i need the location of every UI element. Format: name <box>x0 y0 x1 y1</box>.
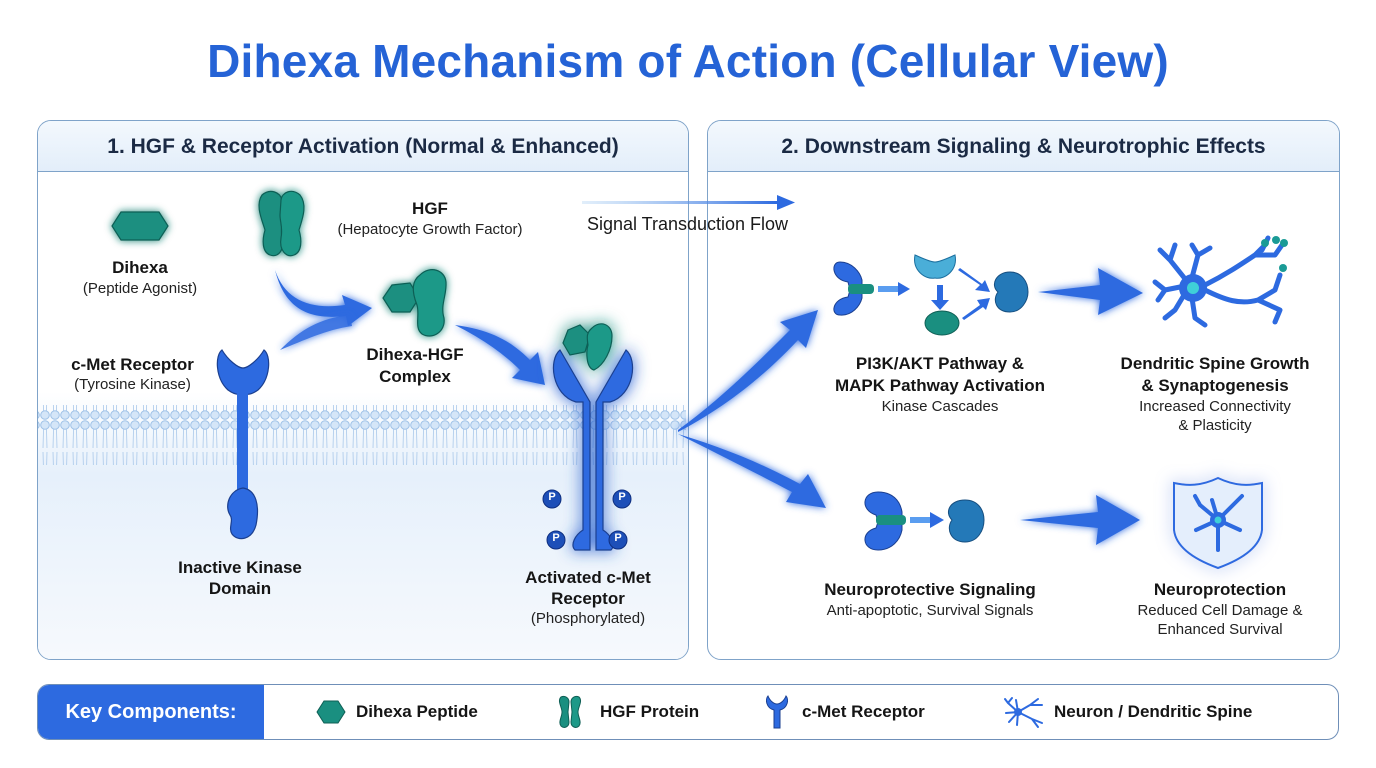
neurosignaling-label: Neuroprotective Signaling <box>824 580 1036 599</box>
pathway-label-line1: PI3K/AKT Pathway & <box>855 354 1025 373</box>
hgf-protein-icon <box>558 695 582 728</box>
neuroprotection-label: Neuroprotection <box>1153 580 1287 599</box>
phosphate-label: P <box>552 532 560 544</box>
legend-item-hgf: HGF Protein <box>600 702 700 721</box>
hgf-desc: (Hepatocyte Growth Factor) <box>337 221 523 238</box>
phosphate-label: P <box>618 491 626 503</box>
dihexa-desc: (Peptide Agonist) <box>82 280 198 297</box>
spine-desc-line2: & Plasticity <box>1178 417 1252 434</box>
pathway-label-line2: MAPK Pathway Activation <box>834 376 1046 395</box>
legend-item-dihexa: Dihexa Peptide <box>356 702 478 721</box>
neuron-icon <box>1004 697 1043 728</box>
legend-item-neuron: Neuron / Dendritic Spine <box>1054 702 1253 721</box>
activated-label-line2: Receptor <box>551 589 625 608</box>
activated-label-line1: Activated c-Met <box>525 568 651 587</box>
neurosignaling-desc: Anti-apoptotic, Survival Signals <box>826 602 1034 619</box>
signal-flow-label: Signal Transduction Flow <box>586 214 789 234</box>
legend: Key Components: Dihexa Peptide HGF Prote… <box>37 684 1339 740</box>
legend-title: Key Components: <box>38 685 264 739</box>
phosphate-label: P <box>548 491 556 503</box>
cmet-label: c-Met Receptor <box>71 355 194 374</box>
hgf-label: HGF <box>412 199 448 218</box>
complex-label-line2: Complex <box>379 367 451 386</box>
page-title: Dihexa Mechanism of Action (Cellular Vie… <box>207 35 1169 87</box>
neuroprotection-desc-line1: Reduced Cell Damage & <box>1137 602 1303 619</box>
receptor-icon <box>765 695 789 729</box>
pathway-desc: Kinase Cascades <box>881 398 999 415</box>
neuroprotection-desc-line2: Enhanced Survival <box>1157 621 1283 638</box>
legend-item-cmet: c-Met Receptor <box>802 702 925 721</box>
panel-2-header: 2. Downstream Signaling & Neurotrophic E… <box>708 121 1339 172</box>
panel-1-header: 1. HGF & Receptor Activation (Normal & E… <box>38 121 688 172</box>
spine-desc-line1: Increased Connectivity <box>1139 398 1291 415</box>
inactive-kinase-line2: Domain <box>208 579 272 598</box>
inactive-kinase-line1: Inactive Kinase <box>178 558 302 577</box>
cmet-desc: (Tyrosine Kinase) <box>74 376 191 393</box>
spine-label-line2: & Synaptogenesis <box>1141 376 1289 395</box>
phosphate-label: P <box>614 532 622 544</box>
spine-label-line1: Dendritic Spine Growth <box>1120 354 1310 373</box>
dihexa-label: Dihexa <box>112 258 168 277</box>
activated-desc: (Phosphorylated) <box>530 610 646 627</box>
complex-label-line1: Dihexa-HGF <box>366 345 464 364</box>
hexagon-icon <box>316 700 346 724</box>
